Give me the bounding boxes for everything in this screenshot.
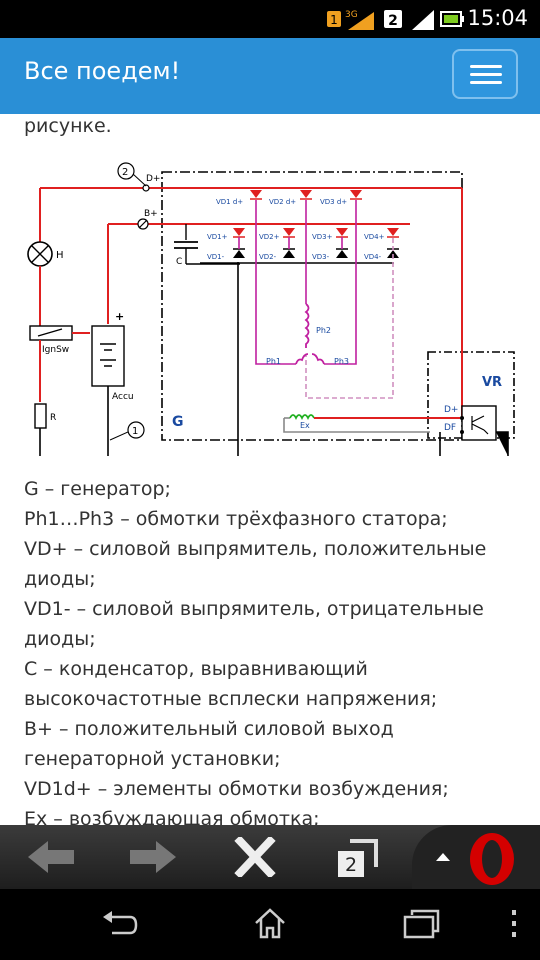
article-line: VD1d+ – элементы обмотки возбуждения; xyxy=(24,778,449,800)
label-r: R xyxy=(50,413,56,423)
label-df: DF xyxy=(444,423,456,433)
generator-circuit-diagram: H IgnSw R D+ B+ 2 + Accu 1 xyxy=(27,162,515,456)
hamburger-icon-bar xyxy=(470,65,502,68)
label-bplus: B+ xyxy=(144,209,158,219)
article-content: рисунке. H IgnSw R D+ B+ 2 xyxy=(0,114,540,825)
tabs-count: 2 xyxy=(345,854,357,876)
browser-toolbar: 2 xyxy=(0,825,540,889)
system-nav-bar xyxy=(0,889,540,960)
recent-apps-icon[interactable] xyxy=(402,907,442,941)
article-line: высокочастотные всплески напряжения; xyxy=(24,688,438,710)
article-line: B+ – положительный силовой выход xyxy=(24,718,394,740)
network-label: 3G xyxy=(345,10,358,20)
label-plus: + xyxy=(115,310,124,323)
label-vd3p: VD3+ xyxy=(312,233,333,241)
label-h: H xyxy=(56,250,64,261)
label-vd3d: VD3 d+ xyxy=(320,198,347,206)
notification-icon: 1 xyxy=(327,11,341,27)
signal-3g-icon: 3G xyxy=(345,10,374,30)
home-icon[interactable] xyxy=(252,905,288,941)
label-c: C xyxy=(176,257,182,267)
label-ph2: Ph2 xyxy=(316,326,331,335)
menu-button[interactable] xyxy=(452,49,518,99)
label-vd1m: VD1- xyxy=(207,253,225,261)
label-accu: Accu xyxy=(112,392,134,402)
svg-text:1: 1 xyxy=(330,13,338,27)
label-vd4p: VD4+ xyxy=(364,233,385,241)
label-vr: VR xyxy=(482,375,502,390)
overflow-menu-icon[interactable] xyxy=(508,907,520,941)
label-vd2d: VD2 d+ xyxy=(269,198,296,206)
label-vd4m: VD4- xyxy=(364,253,382,261)
article-line: генераторной установки; xyxy=(24,748,281,770)
opera-logo-icon xyxy=(470,833,514,885)
back-arrow-icon[interactable] xyxy=(26,839,76,875)
label-dplus-top: D+ xyxy=(146,174,160,184)
article-line: VD1- – силовой выпрямитель, отрицательны… xyxy=(24,598,484,620)
label-vd1d: VD1 d+ xyxy=(216,198,243,206)
forward-arrow-icon[interactable] xyxy=(128,839,178,875)
article-text-top: рисунке. xyxy=(24,115,112,137)
marker-1: 1 xyxy=(132,426,138,437)
article-line: С – конденсатор, выравнивающий xyxy=(24,658,368,680)
clock: 15:04 xyxy=(467,6,528,30)
label-g: G xyxy=(172,414,184,430)
status-bar: 1 3G 2 15:04 xyxy=(0,0,540,38)
close-icon[interactable] xyxy=(234,837,276,877)
opera-menu-button[interactable] xyxy=(412,825,540,889)
article-line: Ph1…Ph3 – обмотки трёхфазного статора; xyxy=(24,508,448,530)
marker-2: 2 xyxy=(122,167,128,178)
label-vd3m: VD3- xyxy=(312,253,330,261)
article-line: диоды; xyxy=(24,628,96,650)
sim-label: 2 xyxy=(388,13,398,29)
site-title[interactable]: Все поедем! xyxy=(24,57,181,85)
article-line: Ex – возбуждающая обмотка; xyxy=(24,808,320,825)
signal-icon xyxy=(412,10,434,30)
chevron-up-icon xyxy=(436,853,450,861)
battery-icon xyxy=(440,11,464,27)
label-vd2m: VD2- xyxy=(259,253,277,261)
sim-2-icon: 2 xyxy=(384,10,402,29)
label-dplus-vr: D+ xyxy=(444,405,458,415)
hamburger-icon-bar xyxy=(470,73,502,76)
hamburger-icon-bar xyxy=(470,81,502,84)
label-ex: Ex xyxy=(300,421,310,430)
article-line: G – генератор; xyxy=(24,478,171,500)
label-ignsw: IgnSw xyxy=(42,345,69,355)
back-icon[interactable] xyxy=(100,909,140,939)
label-ph1: Ph1 xyxy=(266,357,281,366)
label-vd1p: VD1+ xyxy=(207,233,228,241)
app-bar: Все поедем! xyxy=(0,38,540,114)
label-vd2p: VD2+ xyxy=(259,233,280,241)
label-ph3: Ph3 xyxy=(334,357,349,366)
article-line: VD+ – силовой выпрямитель, положительные xyxy=(24,538,487,560)
tabs-icon[interactable]: 2 xyxy=(336,837,380,879)
article-line: диоды; xyxy=(24,568,96,590)
